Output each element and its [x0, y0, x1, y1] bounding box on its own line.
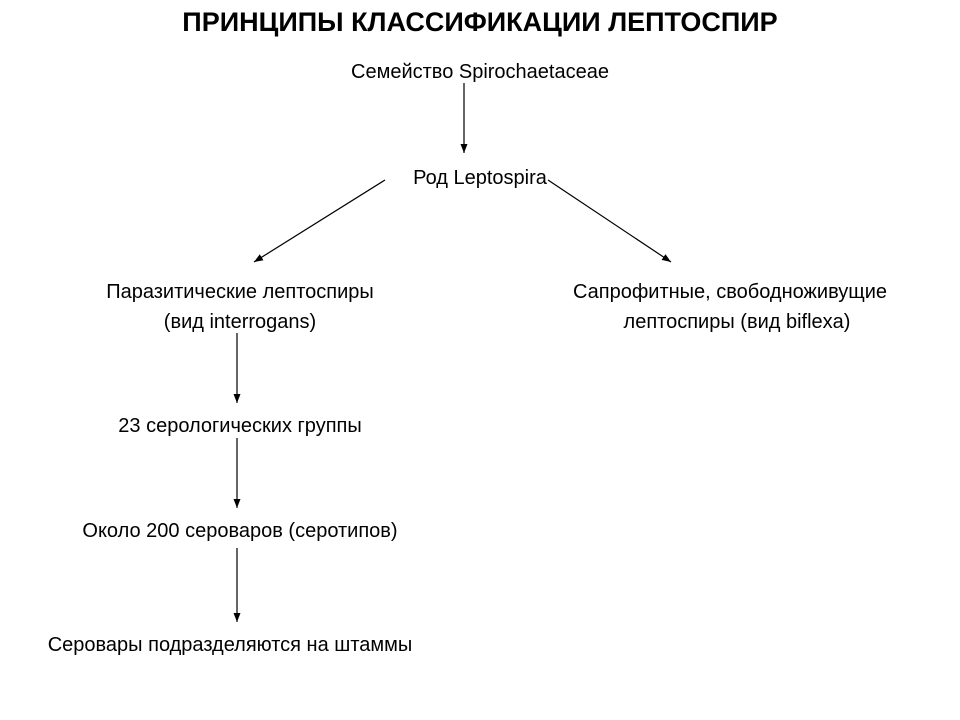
node-saprophytic-line1: Сапрофитные, свободноживущие — [572, 281, 888, 303]
node-family: Семейство Spirochaetaceae — [280, 57, 680, 87]
page-title: ПРИНЦИПЫ КЛАССИФИКАЦИИ ЛЕПТОСПИР — [182, 7, 778, 37]
node-parasitic-line2: (вид interrogans) — [163, 311, 317, 333]
node-serovars-label: Около 200 сероваров (серотипов) — [82, 520, 398, 542]
node-strains: Серовары подразделяются на штаммы — [0, 630, 460, 660]
node-saprophytic-leptospira: Сапрофитные, свободноживущие лептоспиры … — [520, 277, 940, 337]
node-parasitic-line1: Паразитические лептоспиры — [106, 281, 374, 303]
node-serovars: Около 200 сероваров (серотипов) — [20, 516, 460, 546]
node-serogroups: 23 серологических группы — [40, 411, 440, 441]
node-genus-label: Род Leptospira — [413, 167, 547, 189]
node-strains-label: Серовары подразделяются на штаммы — [47, 634, 413, 656]
node-parasitic-leptospira: Паразитические лептоспиры (вид interroga… — [40, 277, 440, 337]
node-saprophytic-line2: лептоспиры (вид biflexa) — [623, 311, 851, 333]
node-serogroups-label: 23 серологических группы — [118, 415, 362, 437]
node-genus: Род Leptospira — [330, 163, 630, 193]
node-family-label: Семейство Spirochaetaceae — [351, 61, 609, 83]
